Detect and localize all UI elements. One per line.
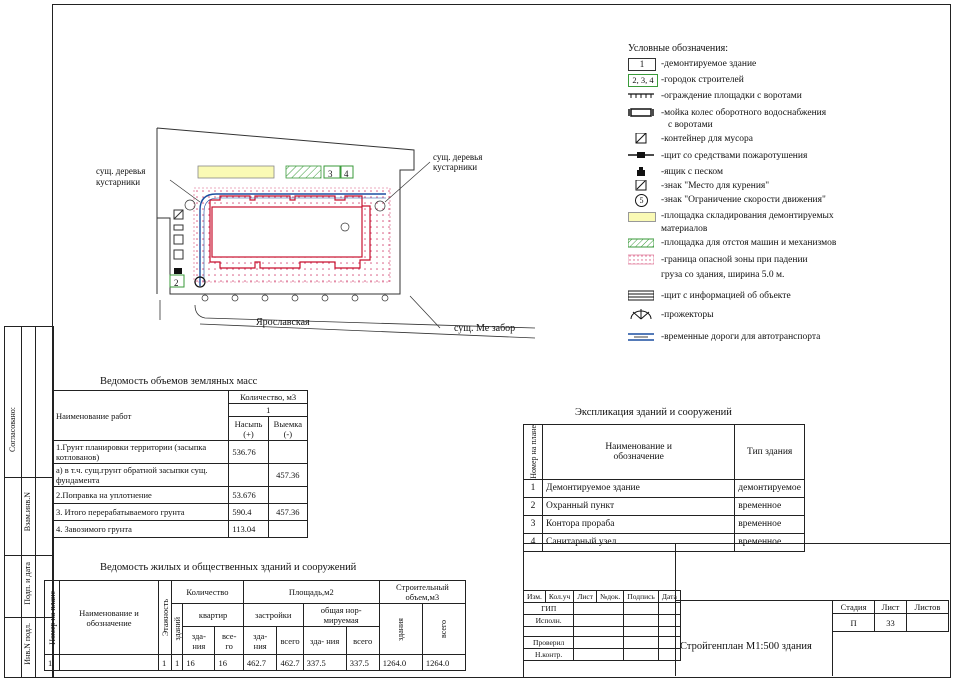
temp-road: [199, 193, 386, 286]
earthworks-h-num: 1: [228, 403, 308, 417]
residential-h-built: застройки: [242, 603, 304, 627]
earthworks-h-fill: Насыпь (+): [228, 416, 269, 441]
sheet-value: 33: [874, 613, 907, 632]
site-fence: [156, 127, 415, 295]
trees-left-label-1: сущ. деревья: [96, 166, 146, 176]
info-board-icon: [628, 290, 654, 301]
sheet-header: Лист: [874, 600, 907, 614]
parking-area-icon: [628, 238, 654, 248]
sheets-value: [905, 613, 950, 632]
plan-town-4-label: 4: [344, 169, 349, 179]
trees-right-label-1: сущ. деревья: [433, 152, 483, 162]
sheets-header: Листов: [905, 600, 950, 614]
guard-box: [169, 274, 185, 288]
parking-area: [285, 165, 322, 179]
storage-area: [197, 165, 275, 179]
demolish-building-icon: 1: [628, 58, 656, 71]
residential-h-apt: квартир: [182, 603, 244, 627]
trees-right-label-2: кустарники: [433, 162, 478, 172]
vzam-inv-label: Взам.инв.N: [23, 492, 32, 532]
explication-h-type: Тип здания: [734, 424, 805, 480]
earthworks-title: Ведомость объемов земляных масс: [100, 376, 258, 387]
stage-value: П: [831, 613, 876, 632]
fence-label: сущ. Ме забор: [454, 323, 516, 334]
demolished-building: [209, 195, 371, 269]
storage-area-icon: [628, 212, 656, 222]
residential-table: Номер на плане Наименование и обозначени…: [44, 580, 467, 671]
residential-title: Ведомость жилых и общественных зданий и …: [100, 562, 357, 573]
site-plan: [156, 127, 536, 339]
town-3: [323, 165, 341, 179]
drawing-title: Стройгенплан М1:500 здания: [680, 641, 812, 652]
wheel-wash-icon: [628, 108, 654, 117]
legend-title: Условные обозначения:: [628, 43, 729, 54]
residential-h-qty: Количество: [171, 580, 244, 604]
plan-town-3-label: 3: [328, 169, 333, 179]
street-label: Ярославская: [256, 317, 310, 328]
inv-podl-label: Инв.N подл.: [23, 623, 32, 665]
earthworks-h-cut: Выемка (-): [267, 416, 309, 441]
danger-zone-icon: [628, 254, 654, 265]
smoking-sign-icon: [635, 180, 647, 191]
plan-guard-label: 2: [174, 278, 179, 288]
fire-shield-icon: [628, 152, 654, 158]
earthworks-h-name: Наименование работ: [51, 390, 230, 441]
floodlights: [201, 294, 389, 302]
residential-h-vol: Строительный объем,м3: [378, 580, 467, 604]
temp-road-icon: [628, 333, 654, 341]
town-4: [340, 165, 354, 179]
residential-h-floors: Этажность: [160, 598, 170, 637]
residential-h-vol-all: всего: [439, 619, 449, 638]
trash-container-icon: [635, 133, 647, 144]
drawing-frame: [52, 4, 951, 678]
explication-h-num: Номер на плане: [528, 425, 538, 479]
explication-table: Номер на плане Наименование и обозначени…: [523, 424, 805, 552]
residential-h-bld: зданий: [172, 617, 182, 641]
stage-header: Стадия: [831, 600, 876, 614]
table-row: 1 1 1 16 16 462.7 462.7 337.5 337.5 1264…: [44, 654, 467, 671]
builders-town-icon: 2, 3, 4: [628, 74, 658, 87]
residential-h-num: Номер на плане: [47, 590, 57, 645]
residential-h-name: Наименование и обозначение: [59, 580, 159, 655]
speed-limit-sign-icon: 5: [635, 194, 648, 207]
soglasovano-label: Согласовано:: [8, 407, 17, 453]
residential-h-vol-bld: здания: [396, 617, 406, 641]
earthworks-table: Наименование работ Количество, м3 1 Насы…: [51, 390, 309, 538]
podp-data-label: Подп. и дата: [23, 562, 32, 605]
earthworks-h-qty: Количество, м3: [228, 390, 308, 404]
sand-box-icon: [637, 167, 645, 176]
residential-h-total-norm: общая нор- мируемая: [302, 603, 380, 627]
explication-title: Экспликация зданий и сооружений: [575, 407, 732, 418]
floodlight-icon: [630, 309, 652, 320]
fence-gate-icon: [628, 93, 654, 98]
residential-h-area: Площадь,м2: [242, 580, 380, 604]
table-row: а) в т.ч. сущ.грунт обратной засыпки сущ…: [51, 463, 309, 487]
explication-h-name: Наименование и обозначение: [541, 424, 736, 480]
trees-left-label-2: кустарники: [96, 177, 141, 187]
table-row: 1.Грунт планировки территории (засыпка к…: [51, 440, 309, 464]
